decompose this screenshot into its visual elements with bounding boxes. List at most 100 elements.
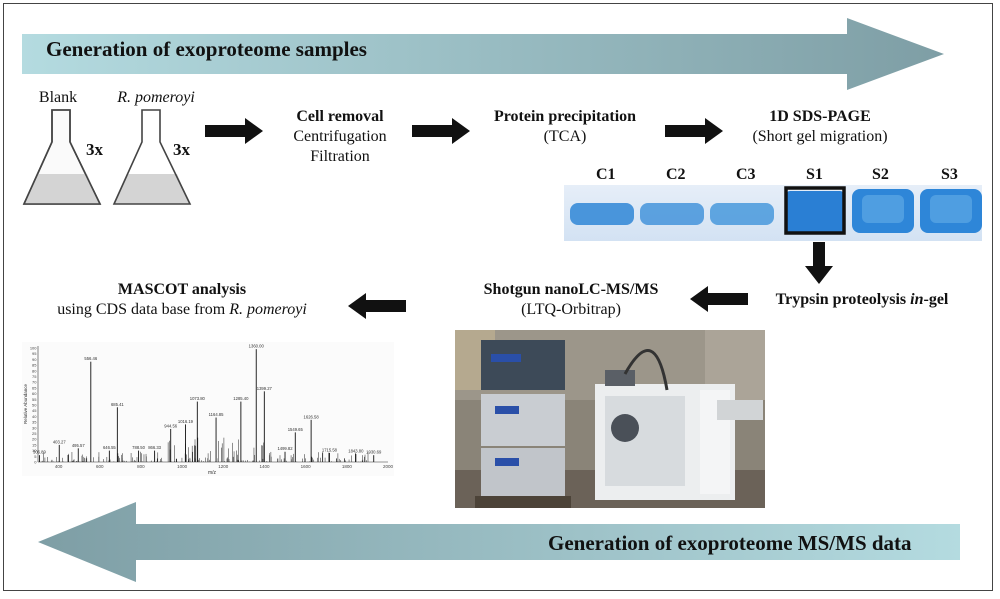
spectrum-peak-label: 1016.19 — [178, 419, 194, 424]
diagram-frame — [3, 3, 993, 591]
cell-removal-title: Cell removal — [296, 108, 384, 125]
spectrum-y-tick: 70 — [32, 380, 37, 385]
spectrum-x-tick: 1800 — [342, 464, 353, 469]
spectrum-y-tick: 40 — [32, 414, 37, 419]
spectrum-y-tick: 75 — [32, 374, 37, 379]
spectrum-y-tick: 45 — [32, 408, 37, 413]
gel-band-c2 — [640, 203, 704, 225]
spectrum-y-tick: 35 — [32, 420, 37, 425]
arrow-to-cell-removal — [205, 118, 263, 144]
spectrum-x-tick: 2000 — [383, 464, 394, 469]
arrow-to-mascot — [348, 293, 406, 319]
flask-sample-label: R. pomeroyi — [117, 89, 195, 106]
top-banner-arrow — [22, 18, 944, 90]
gel-band-c3 — [710, 203, 774, 225]
spectrum-y-tick: 25 — [32, 431, 37, 436]
spectrum-y-tick: 95 — [32, 351, 37, 356]
spectrum-peak-label: 1715.58 — [322, 447, 338, 452]
spectrum-peak-label: 1549.65 — [288, 427, 304, 432]
cell-removal-line1: Centrifugation — [293, 128, 387, 145]
spectrum-peak-label: 866.33 — [148, 445, 161, 450]
mascot-line1-italic: R. pomeroyi — [229, 301, 307, 318]
trypsin-title-start: Trypsin proteolysis — [775, 291, 911, 308]
trypsin-title-end: -gel — [923, 291, 949, 308]
sds-page-step: 1D SDS-PAGE (Short gel migration) — [725, 107, 915, 147]
cell-removal-line2: Filtration — [310, 148, 370, 165]
spectrum-y-tick: 50 — [32, 403, 37, 408]
spectrum-y-tick: 10 — [32, 448, 37, 453]
spectrum-peak-label: 788.50 — [132, 445, 145, 450]
shotgun-line1: (LTQ-Orbitrap) — [521, 301, 621, 318]
shotgun-title: Shotgun nanoLC-MS/MS — [483, 281, 659, 298]
arrow-to-trypsin — [805, 242, 833, 284]
bottom-banner-arrow — [38, 502, 960, 582]
shotgun-step: Shotgun nanoLC-MS/MS (LTQ-Orbitrap) — [456, 280, 686, 320]
spectrum-x-tick: 600 — [96, 464, 104, 469]
spectrum-peak-label: 685.41 — [111, 402, 124, 407]
sds-page-line1: (Short gel migration) — [752, 128, 888, 145]
bottom-banner-text: Generation of exoproteome MS/MS data — [548, 531, 912, 555]
spectrum-x-tick: 400 — [55, 464, 63, 469]
spectrum-y-tick: 30 — [32, 425, 37, 430]
spectrum-y-tick: 60 — [32, 391, 37, 396]
lane-label-s1: S1 — [806, 166, 823, 183]
spectrum-peak-label: 1360.00 — [249, 344, 265, 349]
lc-ms-instrument-photo — [455, 330, 765, 508]
arrow-to-precipitation — [412, 118, 470, 144]
spectrum-peak-label: 556.46 — [84, 356, 97, 361]
spectrum-y-tick: 100 — [30, 346, 37, 351]
precipitation-title: Protein precipitation — [493, 108, 637, 125]
spectrum-y-tick: 55 — [32, 397, 37, 402]
spectrum-y-axis-label: Relative Abundance — [23, 383, 28, 424]
arrow-to-shotgun — [690, 286, 748, 312]
spectrum-x-ticks: 400 600 800 1000 1200 1400 1600 1800 2000 — [55, 464, 394, 469]
top-banner-text: Generation of exoproteome samples — [46, 37, 367, 61]
spectrum-y-tick: 5 — [34, 454, 37, 459]
lane-label-s2: S2 — [872, 166, 889, 183]
precipitation-step: Protein precipitation (TCA) — [470, 107, 660, 147]
spectrum-x-tick: 1600 — [301, 464, 312, 469]
spectrum-y-tick: 15 — [32, 442, 37, 447]
spectrum-y-tick: 90 — [32, 357, 37, 362]
spectrum-y-tick: 65 — [32, 385, 37, 390]
spectrum-peak-label: 1843.80 — [348, 449, 364, 454]
spectrum-peak-label: 1073.80 — [190, 396, 206, 401]
spectrum-x-tick: 800 — [137, 464, 145, 469]
spectrum-x-tick: 1400 — [259, 464, 270, 469]
lane-label-c1: C1 — [596, 166, 616, 183]
spectrum-peak-label: 1285.40 — [233, 396, 249, 401]
sds-page-gel — [564, 185, 982, 241]
spectrum-y-tick: 0 — [34, 460, 37, 465]
spectrum-peak-label: 495.57 — [72, 443, 85, 448]
spectrum-peak-label: 1399.27 — [257, 386, 273, 391]
mascot-title: MASCOT analysis — [117, 281, 247, 298]
flask-sample-icon — [112, 109, 192, 205]
gel-band-c1 — [570, 203, 634, 225]
spectrum-x-tick: 1000 — [177, 464, 188, 469]
lane-label-s3: S3 — [941, 166, 958, 183]
spectrum-y-tick: 80 — [32, 368, 37, 373]
flask-blank-count: 3x — [86, 140, 103, 159]
arrow-to-sds-page — [665, 118, 723, 144]
spectrum-peak-labels: 556.46 685.41 1360.00 1399.27 1285.40 1073.80… — [33, 344, 382, 455]
spectrum-y-tick: 20 — [32, 437, 37, 442]
spectrum-peak-label: 1499.82 — [277, 446, 293, 451]
selected-lane-box — [784, 186, 846, 235]
mass-spectrum: 556.46 685.41 1360.00 1399.27 1285.40 1073.80… — [22, 342, 394, 476]
trypsin-step: Trypsin proteolysis in-gel — [752, 290, 972, 310]
spectrum-peaks — [38, 349, 375, 462]
spectrum-y-ticks: 1009590858075706560555045403530252015105… — [30, 346, 37, 465]
spectrum-peak-label: 1626.58 — [304, 414, 320, 419]
spectrum-peak-label: 306.89 — [33, 450, 46, 455]
spectrum-x-tick: 1200 — [218, 464, 229, 469]
mascot-step: MASCOT analysis using CDS data base from… — [24, 280, 340, 320]
gel-band-s1 — [786, 191, 844, 233]
flask-sample-count: 3x — [173, 140, 190, 159]
flask-blank-icon — [22, 109, 102, 205]
mascot-line1-start: using CDS data base from — [57, 301, 230, 318]
cell-removal-step: Cell removal Centrifugation Filtration — [270, 107, 410, 167]
spectrum-peak-label: 1164.85 — [209, 412, 224, 417]
lane-label-c2: C2 — [666, 166, 686, 183]
spectrum-peak-label: 646.55 — [103, 445, 116, 450]
precipitation-line1: (TCA) — [543, 128, 587, 145]
